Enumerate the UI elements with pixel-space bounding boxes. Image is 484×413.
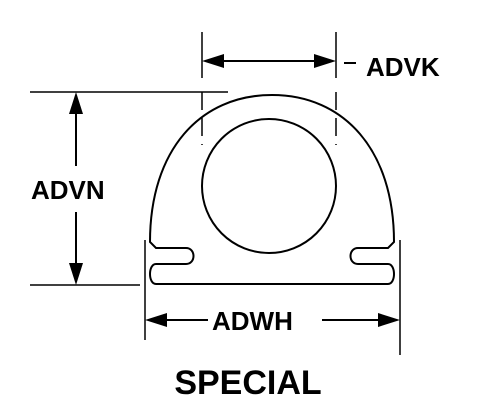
caption-label: SPECIAL bbox=[174, 364, 321, 402]
advk-arrow-left bbox=[202, 54, 224, 68]
adwh-label: ADWH bbox=[212, 306, 293, 336]
advn-label: ADVN bbox=[31, 175, 105, 205]
adwh-arrow-right bbox=[378, 313, 400, 327]
advn-arrow-top bbox=[69, 92, 83, 114]
advn-arrow-bottom bbox=[69, 263, 83, 285]
inner-bore-circle bbox=[201, 118, 337, 254]
adwh-arrow-left bbox=[145, 313, 167, 327]
advk-arrow-right bbox=[314, 54, 336, 68]
advk-label: ADVK bbox=[366, 52, 440, 82]
